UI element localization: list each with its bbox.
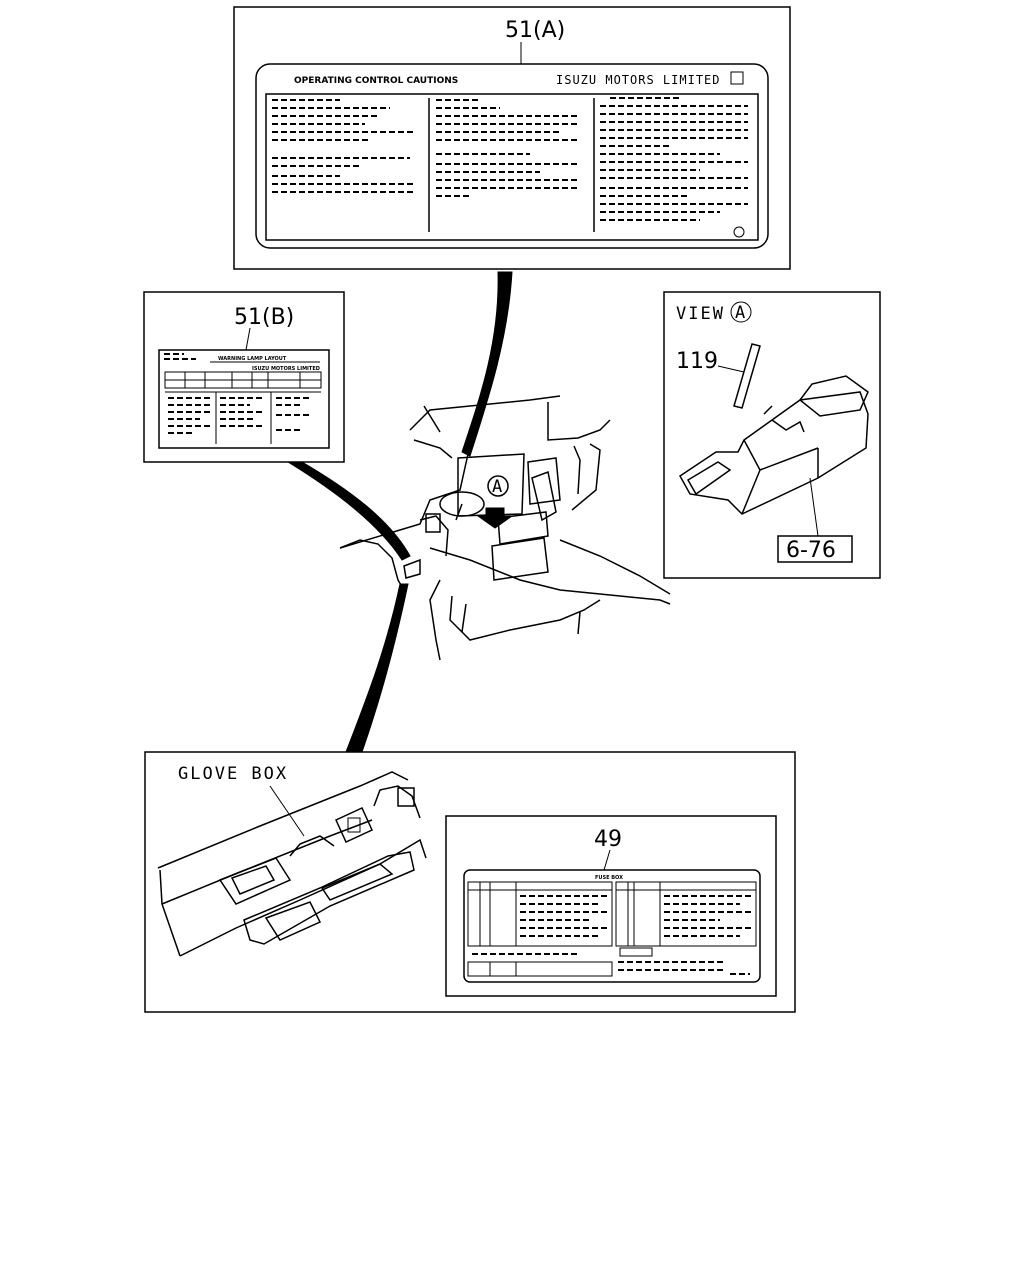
- callout-119[interactable]: 119: [676, 349, 718, 374]
- glove-box-label: GLOVE BOX: [178, 764, 288, 784]
- leader-glove-box: [345, 583, 409, 753]
- plate-51a-brand: ISUZU MOTORS LIMITED: [556, 73, 721, 87]
- panel-glove-box: GLOVE BOX 49 FUSE BOX: [144, 751, 796, 1013]
- panel-51b: 51(B) WARNING LAMP LAYOUT ISUZU MOTORS L…: [143, 291, 345, 463]
- view-direction-arrow: [476, 507, 514, 529]
- plate-51a-text-block: [272, 97, 748, 221]
- plate-51b-brand: ISUZU MOTORS LIMITED: [252, 366, 320, 372]
- leader-51a: [461, 271, 513, 457]
- view-marker: A: [735, 303, 745, 323]
- glove-box-lid: [243, 851, 415, 945]
- cab-interior: A: [339, 395, 671, 661]
- panel-51a: 51(A) OPERATING CONTROL CAUTIONS ISUZU M…: [233, 6, 791, 270]
- label-119-strip: [733, 343, 761, 409]
- steering-wheel: [439, 491, 485, 517]
- center-console: [679, 375, 869, 515]
- plate-51b-title: WARNING LAMP LAYOUT: [218, 356, 287, 362]
- leader-51b: [286, 461, 411, 561]
- cab-marker-circle-icon: [487, 475, 509, 497]
- callout-49[interactable]: 49: [594, 827, 622, 852]
- plate-49-title: FUSE BOX: [595, 875, 623, 881]
- glove-box-assembly: [157, 771, 427, 957]
- isuzu-logo-icon: [730, 71, 744, 85]
- callout-51a[interactable]: 51(A): [505, 18, 565, 43]
- callout-51b[interactable]: 51(B): [234, 305, 294, 330]
- cab-marker: A: [492, 477, 502, 497]
- view-marker-circle-icon: [730, 301, 752, 323]
- panel-view-a: VIEW A 119 6-76: [663, 291, 881, 579]
- callout-6-76[interactable]: 6-76: [786, 538, 836, 563]
- view-label: VIEW: [676, 304, 725, 324]
- mounting-hole-icon: [733, 226, 745, 238]
- fuse-rows: [472, 895, 752, 975]
- plate-51b-text-block: [168, 397, 310, 434]
- plate-51a-title: OPERATING CONTROL CAUTIONS: [294, 76, 458, 86]
